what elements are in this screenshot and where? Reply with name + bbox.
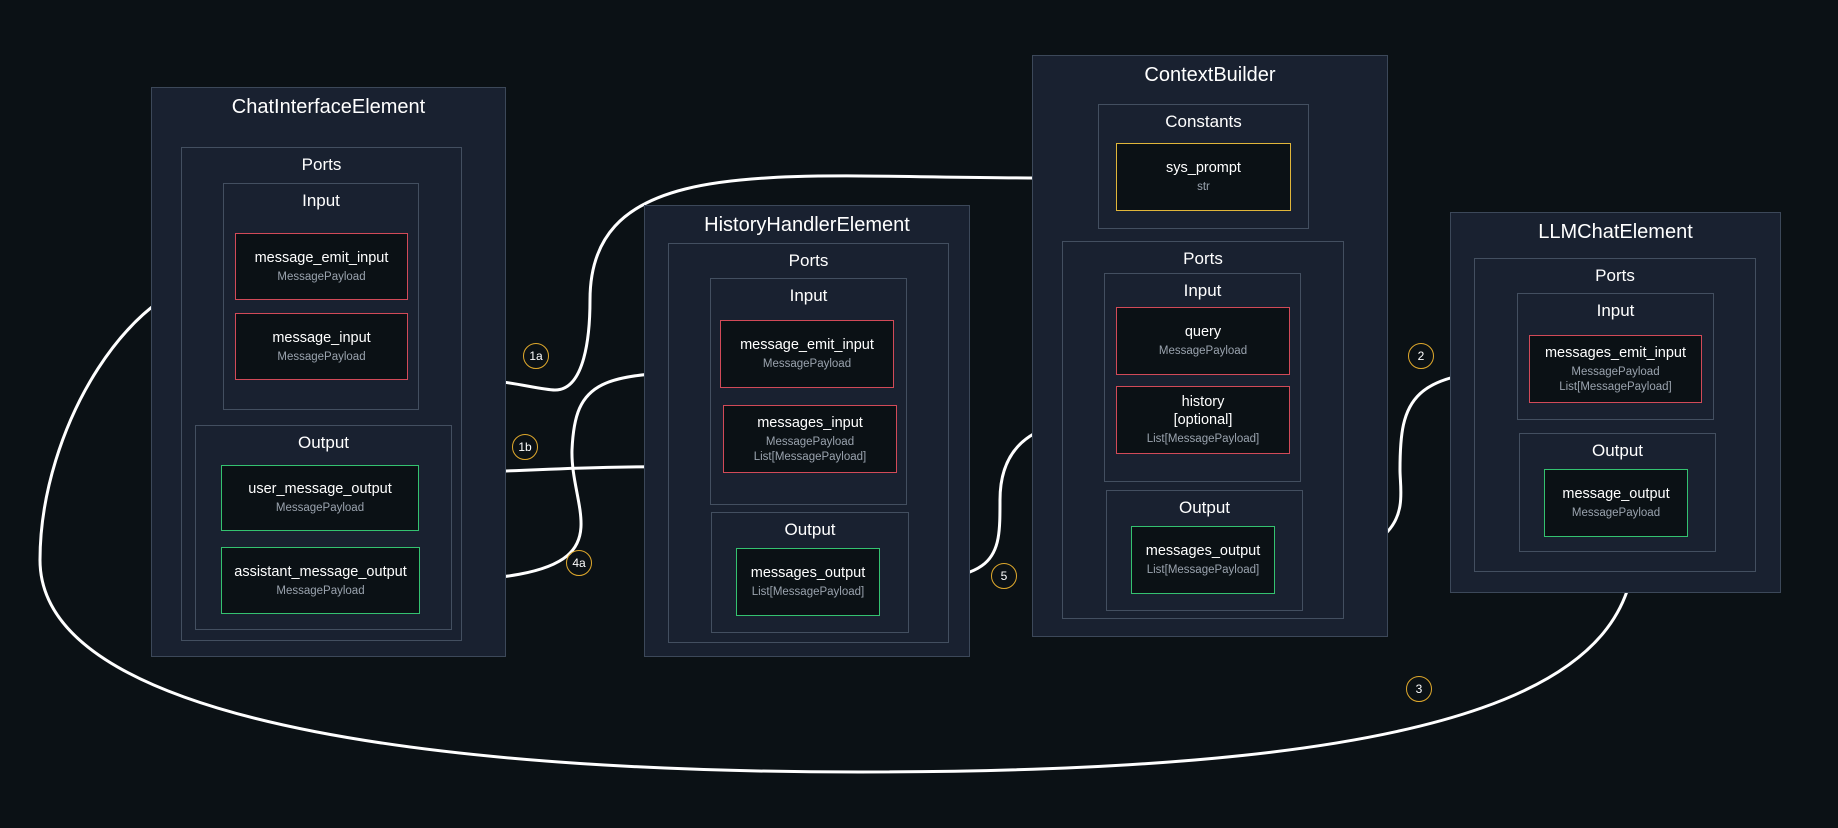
port-name: assistant_message_output xyxy=(234,563,407,580)
edge-label-3: 3 xyxy=(1406,676,1432,702)
port-messages-output[interactable]: messages_output List[MessagePayload] xyxy=(1131,526,1275,594)
element-title: ChatInterfaceElement xyxy=(231,96,426,118)
ports-label: Ports xyxy=(1595,266,1635,285)
port-messages-output[interactable]: messages_output List[MessagePayload] xyxy=(736,548,880,616)
port-type: MessagePayload xyxy=(1571,507,1661,520)
constant-type: str xyxy=(1197,181,1210,194)
ports-label: Ports xyxy=(788,251,829,270)
output-label: Output xyxy=(297,433,350,452)
port-name: history [optional] xyxy=(1173,394,1233,429)
port-name: message_emit_input xyxy=(254,249,389,266)
port-name: messages_output xyxy=(750,565,866,582)
port-type: MessagePayload xyxy=(762,358,852,371)
port-history[interactable]: history [optional] List[MessagePayload] xyxy=(1116,386,1290,454)
port-type: List[MessagePayload] xyxy=(753,451,867,464)
output-label: Output xyxy=(1591,441,1644,460)
input-label: Input xyxy=(1596,301,1635,320)
port-type: List[MessagePayload] xyxy=(751,586,865,599)
port-name: message_output xyxy=(1562,486,1670,503)
edge-label-2: 2 xyxy=(1408,343,1434,369)
port-user-message-output[interactable]: user_message_output MessagePayload xyxy=(221,465,419,531)
port-messages-input[interactable]: messages_input MessagePayload List[Messa… xyxy=(723,405,897,473)
edge-3 xyxy=(38,267,1637,774)
port-assistant-message-output[interactable]: assistant_message_output MessagePayload xyxy=(221,547,420,614)
port-message-output[interactable]: message_output MessagePayload xyxy=(1544,469,1688,537)
constant-sys-prompt[interactable]: sys_prompt str xyxy=(1116,143,1291,211)
element-title: HistoryHandlerElement xyxy=(704,214,910,236)
constants-label: Constants xyxy=(1165,112,1242,131)
port-name: user_message_output xyxy=(248,481,392,498)
edge-label-1b: 1b xyxy=(512,434,538,460)
port-message-input[interactable]: message_input MessagePayload xyxy=(235,313,408,380)
input-label: Input xyxy=(302,191,340,210)
port-type: MessagePayload xyxy=(275,502,365,515)
edge-label-1a: 1a xyxy=(523,343,549,369)
port-query[interactable]: query MessagePayload xyxy=(1116,307,1290,375)
port-name: query xyxy=(1184,324,1222,341)
ports-label: Ports xyxy=(1183,249,1223,268)
output-label: Output xyxy=(784,520,836,539)
element-title: LLMChatElement xyxy=(1538,221,1693,243)
port-name: messages_input xyxy=(757,414,863,431)
port-type: MessagePayload xyxy=(277,270,366,283)
input-label: Input xyxy=(1183,281,1222,300)
port-name: message_emit_input xyxy=(740,337,874,354)
port-type: List[MessagePayload] xyxy=(1146,433,1260,446)
edge-label-4a: 4a xyxy=(566,550,592,576)
port-message-emit-input[interactable]: message_emit_input MessagePayload xyxy=(235,233,408,300)
port-message-emit-input[interactable]: message_emit_input MessagePayload xyxy=(720,320,894,388)
port-type: List[MessagePayload] xyxy=(1146,564,1260,577)
port-messages-emit-input[interactable]: messages_emit_input MessagePayload List[… xyxy=(1529,335,1702,403)
ports-label: Ports xyxy=(301,155,342,174)
port-type: List[MessagePayload] xyxy=(1559,381,1672,394)
edge-label-5: 5 xyxy=(991,563,1017,589)
port-type: MessagePayload xyxy=(1571,365,1660,378)
port-type: MessagePayload xyxy=(765,435,855,448)
port-name: messages_output xyxy=(1145,543,1261,560)
port-name: messages_emit_input xyxy=(1544,344,1687,361)
element-title: ContextBuilder xyxy=(1144,64,1276,86)
output-label: Output xyxy=(1178,498,1231,517)
port-type: MessagePayload xyxy=(276,584,365,597)
port-name: message_input xyxy=(272,329,371,346)
input-label: Input xyxy=(789,286,828,305)
port-type: MessagePayload xyxy=(1158,345,1248,358)
port-type: MessagePayload xyxy=(277,350,366,363)
edge-4a xyxy=(419,365,724,583)
constant-name: sys_prompt xyxy=(1166,160,1241,177)
